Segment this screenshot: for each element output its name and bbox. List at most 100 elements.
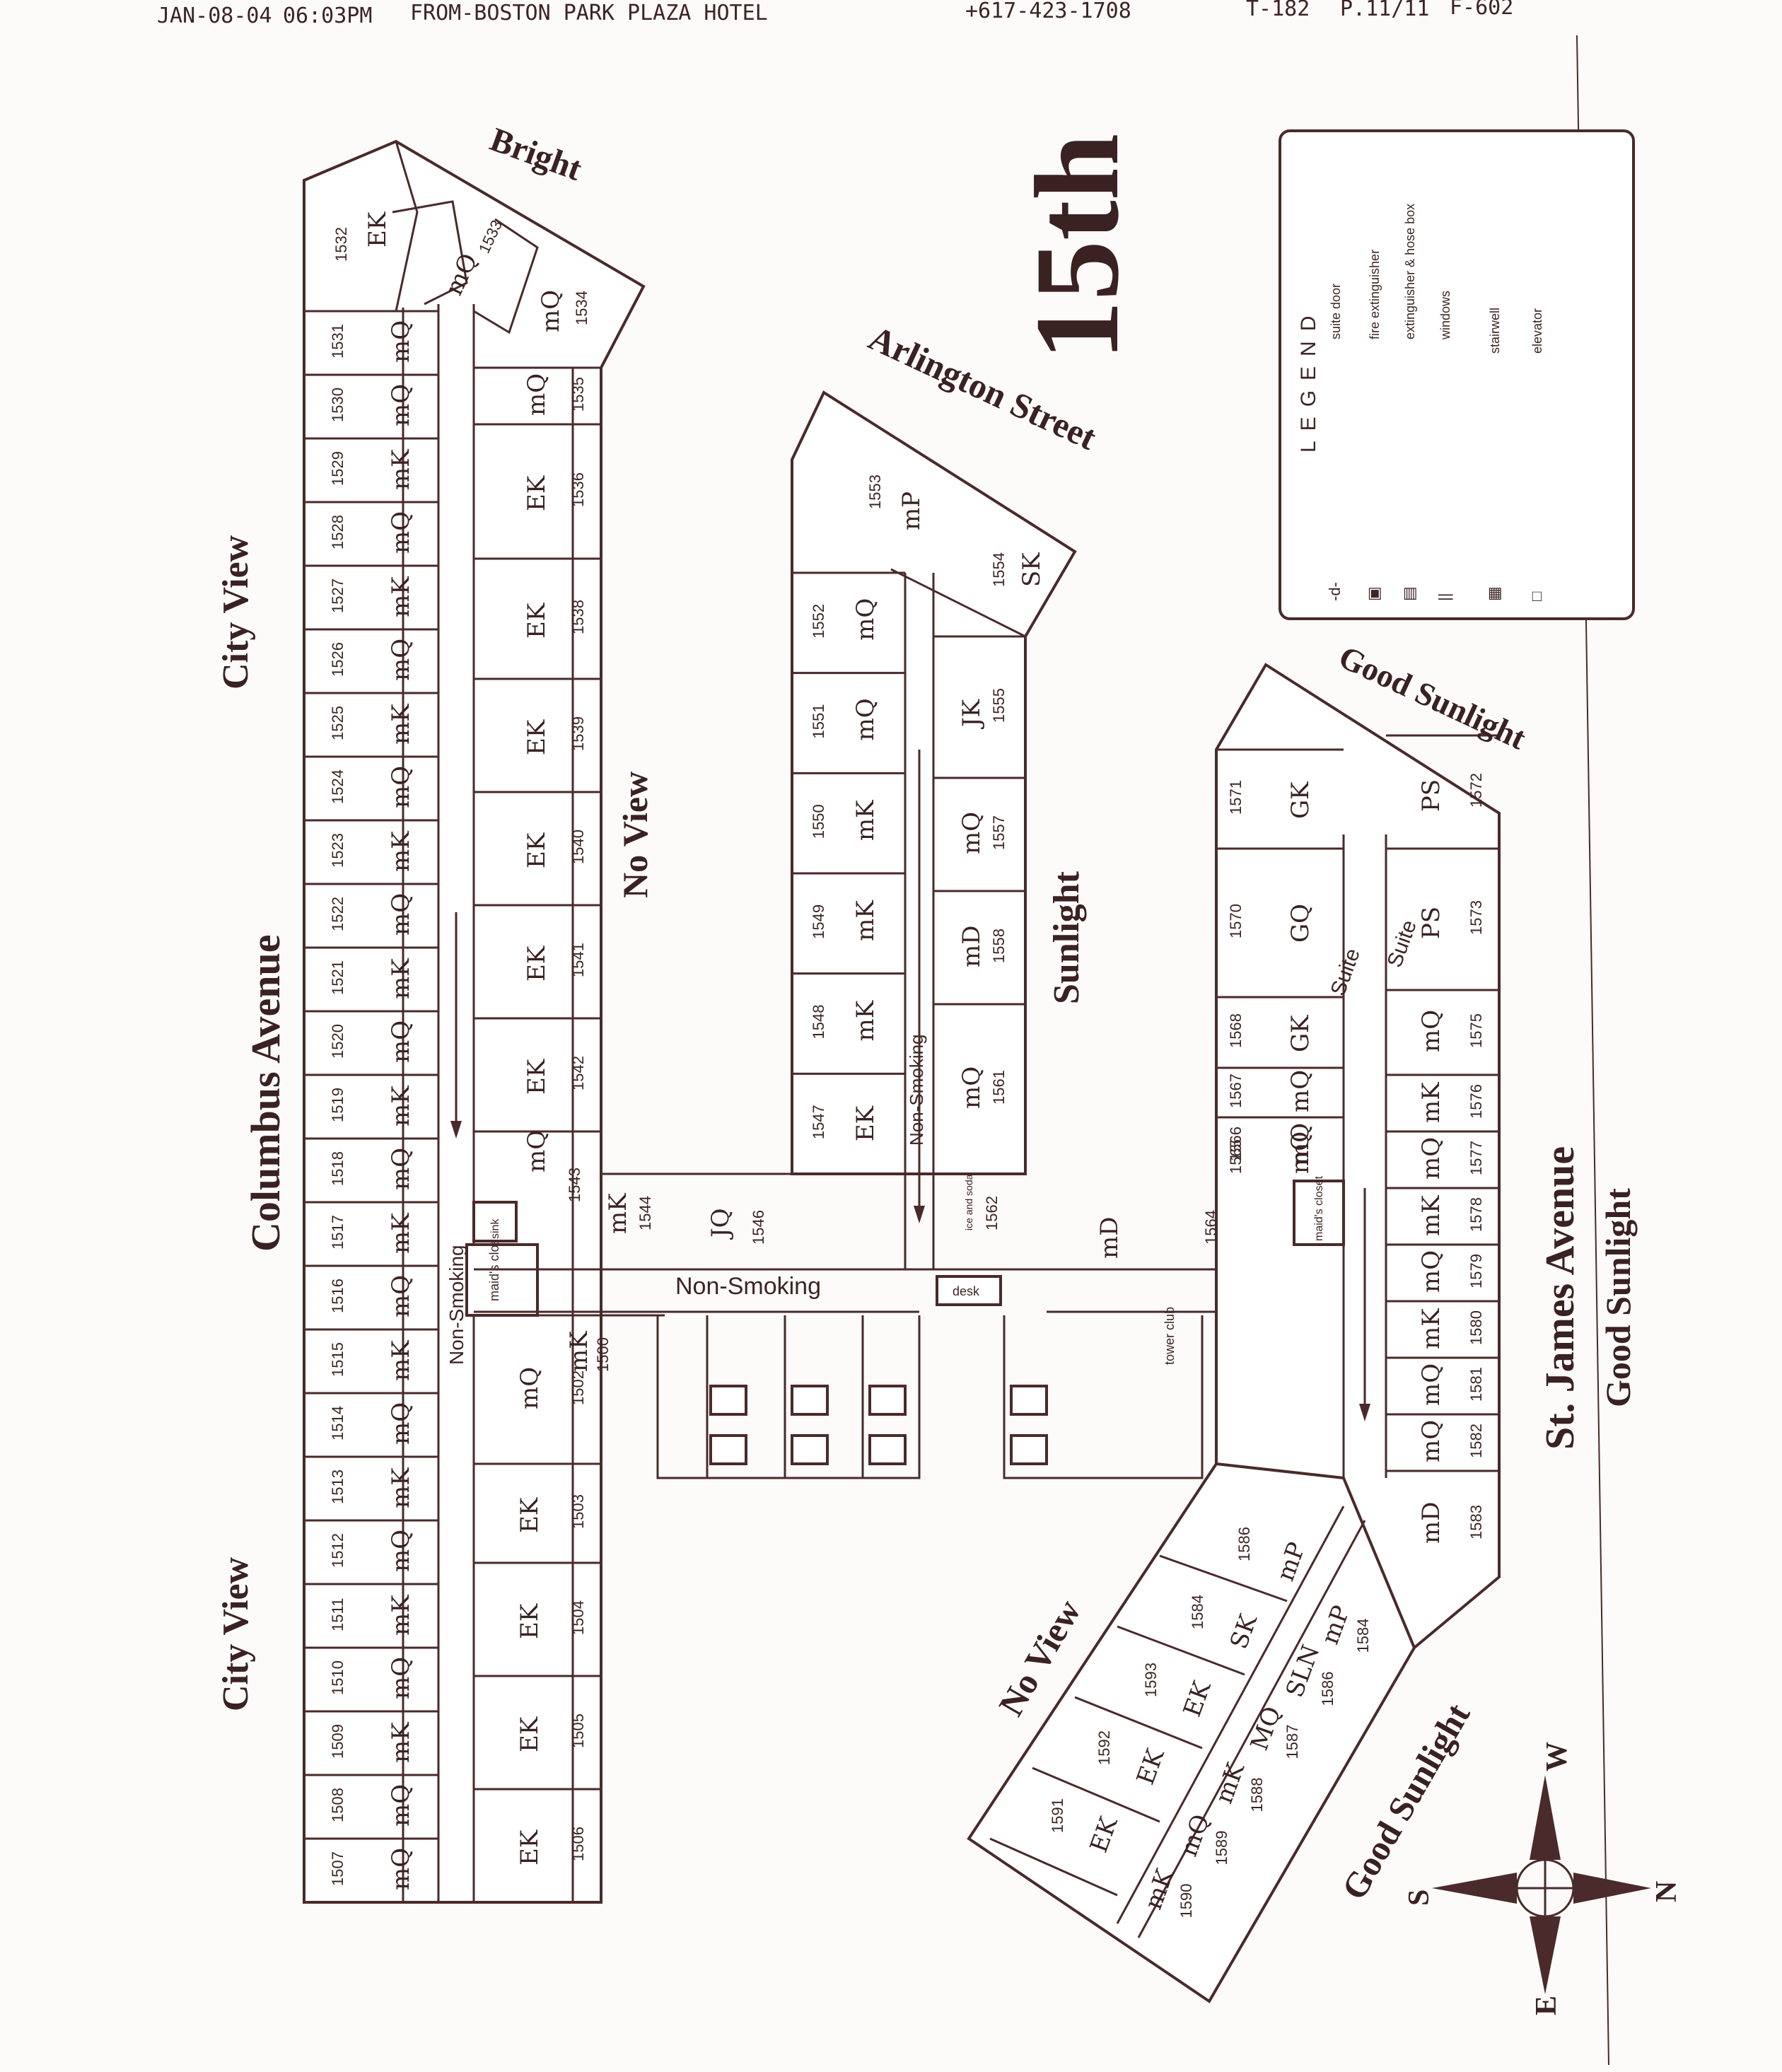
room-number: 1507	[329, 1851, 346, 1886]
room-code: mQ	[851, 598, 880, 641]
room-number: 1523	[329, 833, 346, 868]
room-number: 1506	[569, 1827, 587, 1861]
maids-closet-left-label: maid's closet	[487, 1228, 501, 1301]
compass-arrow-s	[1432, 1873, 1517, 1904]
legend-symbol: ▤	[1400, 586, 1418, 601]
room-code: mQ	[1417, 1363, 1445, 1406]
room-code: mQ	[851, 698, 880, 740]
ice-soda-label: ice and soda	[963, 1174, 974, 1230]
room-code: mQ	[1417, 1250, 1445, 1293]
header-from: FROM-BOSTON PARK PLAZA HOTEL	[410, 1, 768, 25]
room-code: mK	[387, 704, 415, 745]
room-code: mK	[1417, 1308, 1445, 1349]
room-number: 1505	[569, 1713, 587, 1748]
corridor-arrows	[450, 750, 1370, 1421]
room-number: 1586	[1319, 1672, 1336, 1706]
room-number: 1578	[1467, 1197, 1485, 1232]
legend-items: -d-suite door▣fire extinguisher▤extingui…	[1326, 204, 1545, 601]
room-code: mQ	[387, 1275, 415, 1317]
room-number: 1542	[569, 1056, 587, 1090]
wall	[473, 218, 539, 334]
room-number: 1573	[1467, 900, 1485, 935]
room-number: 1590	[1177, 1884, 1195, 1919]
room-code: mK	[387, 831, 415, 872]
room-number: 1548	[810, 1005, 827, 1040]
elevator	[791, 1434, 829, 1465]
room-number: 1547	[810, 1105, 827, 1139]
room-number: 1504	[569, 1600, 587, 1635]
room-number: 1539	[569, 716, 587, 751]
room-number: 1541	[569, 943, 587, 977]
room-1543-number: 1543	[566, 1168, 583, 1202]
fax-header: JAN-08-04 06:03PM FROM-BOSTON PARK PLAZA…	[157, 0, 1513, 28]
room-number: 1513	[329, 1469, 346, 1504]
legend-box	[1279, 129, 1635, 620]
room-number: 1588	[1248, 1778, 1266, 1812]
room-number: 1554	[990, 552, 1008, 587]
room-number: 1552	[810, 604, 827, 639]
room-code: mQ	[523, 1130, 551, 1172]
room-number: 1516	[329, 1279, 346, 1313]
room-code: mQ	[1286, 1131, 1315, 1174]
room-divider	[1032, 1767, 1160, 1823]
room-number: 1530	[329, 388, 346, 422]
room-code: mQ	[387, 1657, 415, 1699]
legend-symbol: ▣	[1365, 586, 1382, 601]
legend-label: stairwell	[1488, 308, 1502, 354]
room-number: 1503	[569, 1494, 587, 1529]
room-number: 1571	[1227, 780, 1245, 815]
room-code: mQ	[957, 812, 986, 854]
room-number: 1519	[329, 1088, 346, 1122]
room-code: mK	[387, 1595, 415, 1636]
room-number: 1572	[1467, 773, 1485, 808]
room-number: 1587	[1283, 1725, 1301, 1759]
compass-arrow-w	[1530, 1775, 1561, 1860]
room-code: mQ	[1417, 1420, 1445, 1462]
fire-extinguisher-box	[472, 1201, 518, 1242]
header-page: P.11/11	[1340, 0, 1429, 21]
non-smoking-vertical-label-center: Non-Smoking	[906, 1034, 927, 1146]
room-code: GK	[1286, 1015, 1315, 1052]
room-1534-number: 1534	[573, 291, 590, 325]
legend: LEGEND -d-suite door▣fire extinguisher▤e…	[1279, 129, 1635, 620]
elevator	[1010, 1385, 1048, 1416]
elevator	[868, 1385, 907, 1416]
room-code: EK	[516, 1829, 544, 1866]
room-number: 1586	[1235, 1527, 1253, 1561]
room-code: mQ	[387, 1784, 415, 1827]
room-number: 1535	[569, 377, 587, 412]
compass-n: N	[1650, 1881, 1683, 1902]
room-number: 1591	[1049, 1798, 1066, 1833]
room-code: mQ	[387, 511, 415, 554]
room-code: mK	[851, 900, 880, 941]
compass-rose: W N S E	[1403, 1742, 1683, 2015]
room-number: 1502	[569, 1370, 587, 1405]
room-number: 1511	[329, 1598, 346, 1631]
room-code: mQ	[957, 1066, 986, 1109]
header-date: JAN-08-04	[157, 4, 272, 28]
legend-symbol: ||	[1436, 593, 1453, 601]
city-view-top-label: City View	[216, 535, 256, 689]
legend-title: LEGEND	[1297, 306, 1320, 453]
inner-left-rooms: 1535mQ1536EK1538EK1539EK1540EK1541EK1542…	[474, 366, 601, 1866]
room-code: mQ	[516, 1367, 544, 1409]
room-code: EK	[516, 1603, 544, 1639]
room-code: EK	[523, 719, 551, 755]
maids-closet-left	[465, 1243, 539, 1317]
legend-symbol: ▦	[1485, 586, 1503, 601]
room-code: PS	[1417, 907, 1445, 939]
room-number: 1584	[1189, 1595, 1206, 1629]
non-smoking-horizontal-label: Non-Smoking	[675, 1273, 821, 1300]
maids-closet-right-label: maid's closet	[1313, 1175, 1325, 1241]
room-code: JK	[957, 699, 986, 729]
room-number: 1550	[810, 804, 827, 839]
room-1546-number: 1546	[750, 1210, 767, 1245]
tower-club-label: tower club	[1163, 1307, 1177, 1365]
room-code: EK	[523, 1059, 551, 1095]
room-number: 1589	[1213, 1831, 1230, 1866]
